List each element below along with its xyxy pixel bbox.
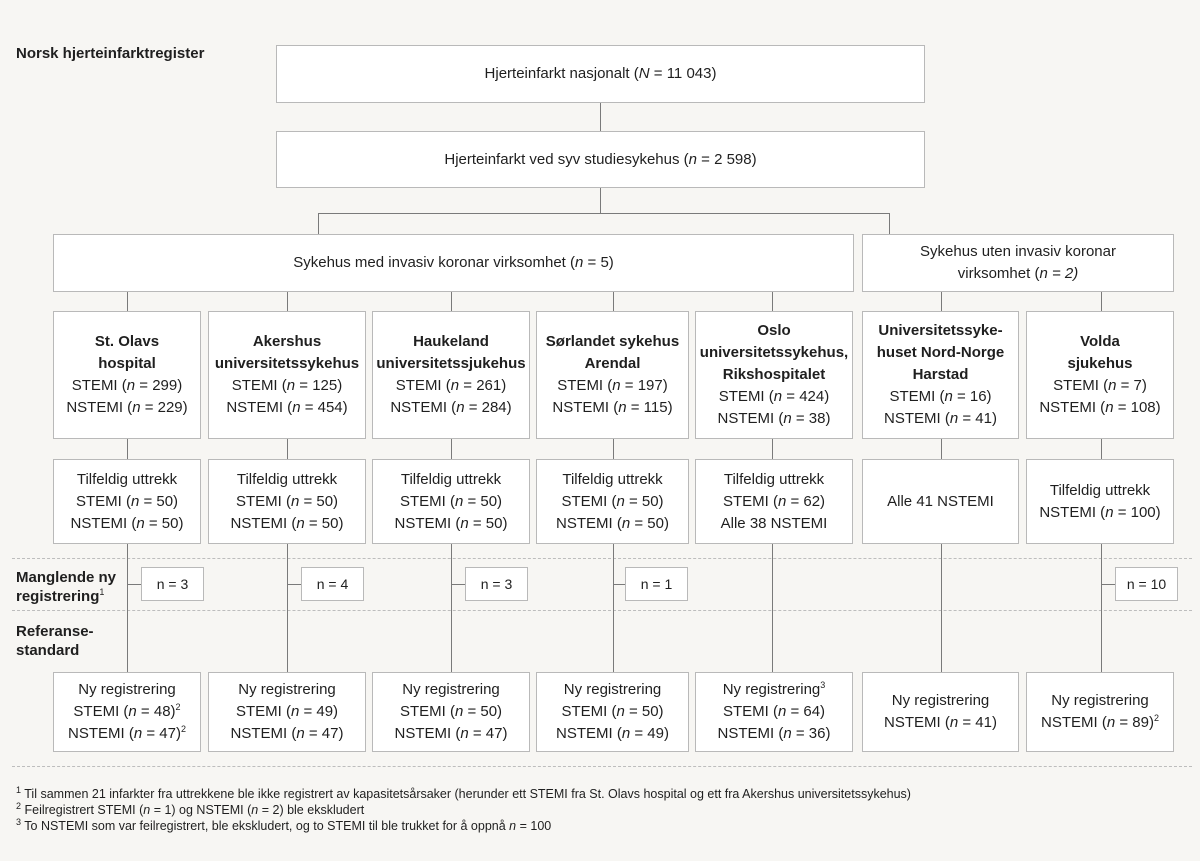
footnote-2: 2 Feilregistrert STEMI (n = 1) og NSTEMI… xyxy=(16,800,365,817)
hospital-box-akershus: Akershus universitetssykehus STEMI (n = … xyxy=(208,311,366,439)
connector xyxy=(600,188,601,213)
ref-label-line1: Referanse- xyxy=(16,623,94,640)
hospital-box-sorlandet: Sørlandet sykehus Arendal STEMI (n = 197… xyxy=(536,311,689,439)
hospital-box-haukeland: Haukeland universitetssjukehus STEMI (n … xyxy=(372,311,530,439)
missing-label-line1: Manglende ny xyxy=(16,569,117,586)
missing-label-footnote: 1 xyxy=(99,587,105,597)
connector xyxy=(127,584,141,585)
footnote-1: 1 Til sammen 21 infarkter fra uttrekkene… xyxy=(16,784,911,801)
noninvasive-line1: Sykehus uten invasiv koronar xyxy=(920,243,1116,260)
missing-label-line2: registrering xyxy=(16,588,100,605)
sample-box-unn-harstad: Alle 41 NSTEMI xyxy=(862,459,1019,544)
invasive-group-box: Sykehus med invasiv koronar virksomhet (… xyxy=(53,234,854,292)
connector xyxy=(889,213,890,234)
hospital-box-unn-harstad: Universitetssyke- huset Nord-Norge Harst… xyxy=(862,311,1019,439)
missing-box-volda: n = 10 xyxy=(1115,567,1178,601)
connector xyxy=(318,213,890,214)
missing-registration-label: Manglende ny registrering1 xyxy=(16,568,116,606)
hospital-box-oslo: Oslo universitetssykehus, Rikshospitalet… xyxy=(695,311,853,439)
missing-box-haukeland: n = 3 xyxy=(465,567,528,601)
hospital-box-st-olavs: St. Olavs hospital STEMI (n = 299) NSTEM… xyxy=(53,311,201,439)
reference-box-volda: Ny registrering NSTEMI (n = 89)2 xyxy=(1026,672,1174,752)
missing-box-st-olavs: n = 3 xyxy=(141,567,204,601)
connector xyxy=(287,584,301,585)
noninvasive-line2: virksomhet (n = 2) xyxy=(957,265,1079,282)
separator-dashed-3 xyxy=(12,766,1192,767)
reference-box-st-olavs: Ny registrering STEMI (n = 48)2 NSTEMI (… xyxy=(53,672,201,752)
national-text: Hjerteinfarkt nasjonalt (N = 11 043) xyxy=(484,65,717,82)
reference-box-oslo: Ny registrering3 STEMI (n = 64)NSTEMI (n… xyxy=(695,672,853,752)
connector xyxy=(600,103,601,131)
reference-standard-label: Referanse- standard xyxy=(16,622,94,660)
study-hospitals-box: Hjerteinfarkt ved syv studiesykehus (n =… xyxy=(276,131,925,188)
hospital-box-volda: Volda sjukehus STEMI (n = 7) NSTEMI (n =… xyxy=(1026,311,1174,439)
national-box: Hjerteinfarkt nasjonalt (N = 11 043) xyxy=(276,45,925,103)
connector xyxy=(1101,584,1115,585)
missing-box-akershus: n = 4 xyxy=(301,567,364,601)
missing-box-sorlandet: n = 1 xyxy=(625,567,688,601)
connector xyxy=(451,584,465,585)
connector xyxy=(318,213,319,234)
noninvasive-group-box: Sykehus uten invasiv koronar virksomhet … xyxy=(862,234,1174,292)
separator-dashed-2 xyxy=(12,610,1192,611)
ref-label-line2: standard xyxy=(16,642,80,659)
connector xyxy=(613,584,625,585)
registry-label: Norsk hjerteinfarktregister xyxy=(16,45,205,62)
footnote-3: 3 To NSTEMI som var feilregistrert, ble … xyxy=(16,816,552,833)
invasive-text: Sykehus med invasiv koronar virksomhet (… xyxy=(293,254,614,271)
separator-dashed-1 xyxy=(12,558,1192,559)
study-text: Hjerteinfarkt ved syv studiesykehus (n =… xyxy=(444,150,757,168)
